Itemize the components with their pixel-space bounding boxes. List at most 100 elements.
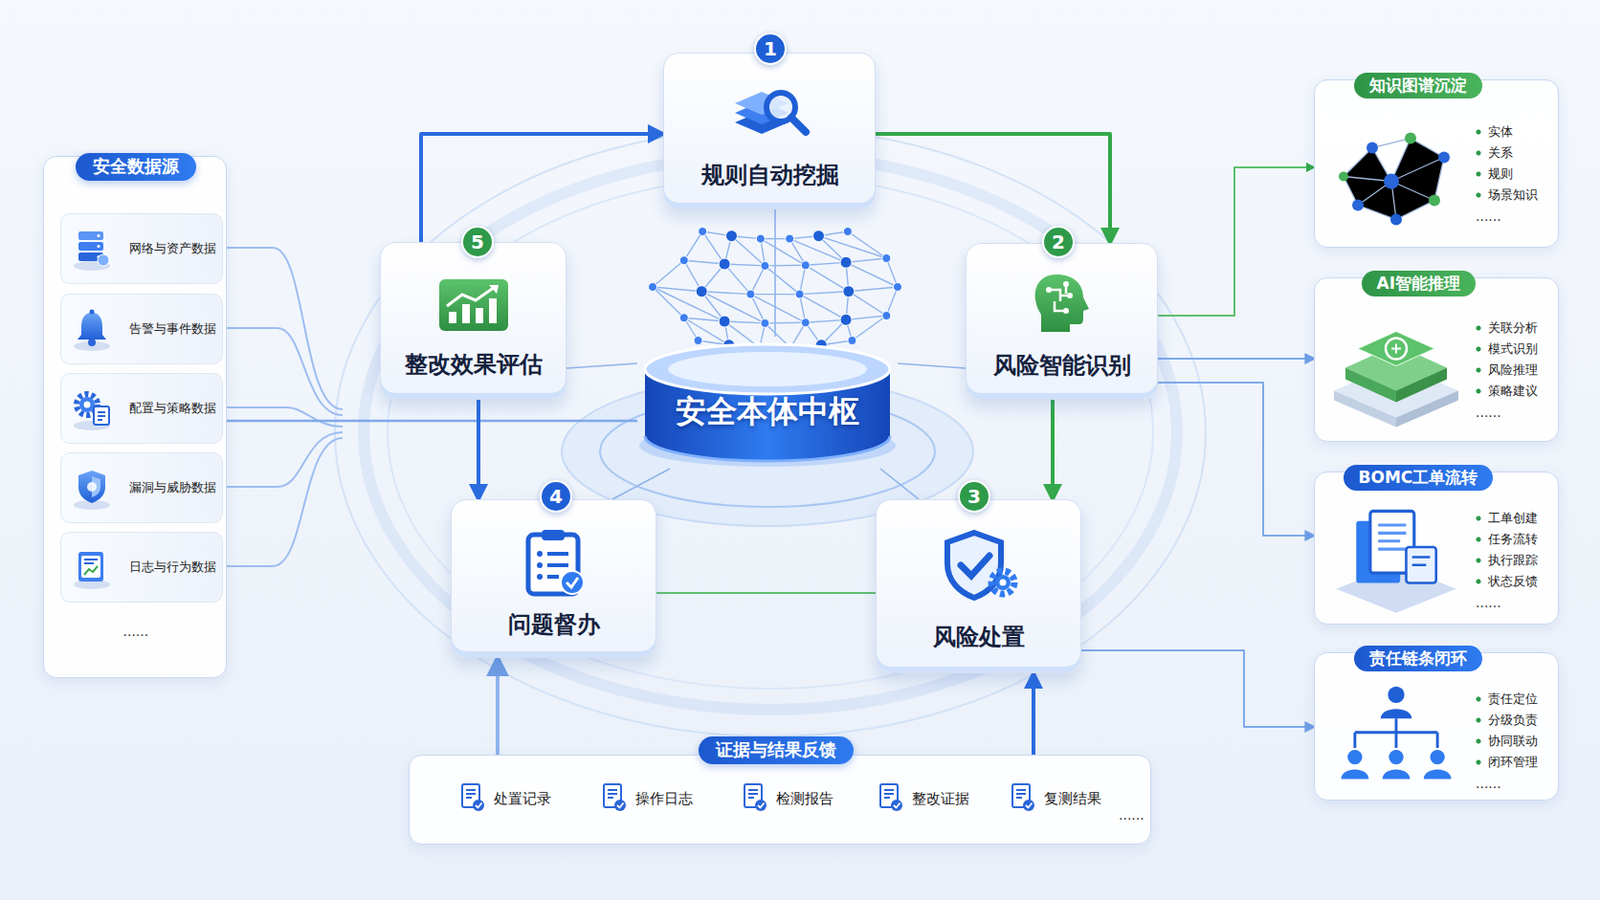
network-node	[843, 286, 855, 298]
capability-panel: BOMC工单流转工单创建任务流转执行跟踪状态反馈......	[1313, 471, 1559, 625]
icon-shape	[1338, 133, 1450, 226]
flow-connector	[656, 592, 876, 595]
icon-shape	[1341, 687, 1452, 780]
icon	[435, 275, 512, 335]
network-node	[718, 315, 731, 328]
item-text: 任务流转	[1475, 532, 1538, 548]
network-node	[800, 318, 810, 328]
item-text: 关系	[1475, 145, 1513, 161]
process-card: 规则自动挖掘	[663, 52, 876, 210]
network-node	[648, 283, 658, 292]
network-node	[746, 289, 756, 299]
item-text: ......	[1118, 807, 1145, 825]
network-link	[764, 266, 800, 295]
icon-shape	[1012, 784, 1035, 812]
flow-connector	[875, 133, 1111, 244]
icon-shape	[73, 231, 111, 271]
icon-shape	[73, 552, 111, 590]
icon	[935, 529, 1024, 604]
item-text: 复测结果	[1044, 790, 1102, 809]
item-text: 漏洞与威胁数据	[129, 480, 217, 496]
item-text: ......	[1475, 776, 1502, 794]
item-text: ......	[1475, 404, 1502, 423]
item-text: 告警与事件数据	[129, 321, 217, 337]
item-text: 实体	[1475, 124, 1513, 140]
network-node	[695, 286, 708, 298]
network-node	[718, 258, 731, 270]
network-link	[800, 291, 849, 295]
flow-connector	[1081, 650, 1314, 728]
icon	[1027, 268, 1097, 338]
network-link	[848, 291, 888, 316]
network-node	[725, 230, 737, 243]
source-item: 漏洞与威胁数据	[60, 452, 223, 524]
icon-shape	[1333, 332, 1459, 428]
box-title: 安全本体中枢	[675, 392, 860, 431]
icon-shape	[639, 344, 896, 467]
heading-pill: 知识图谱沉淀	[1354, 72, 1483, 99]
item-text: ......	[1475, 208, 1502, 226]
heading-pill: 安全数据源	[75, 153, 197, 181]
icon	[1009, 782, 1037, 814]
wire	[226, 407, 343, 427]
callout-number: 2	[1042, 225, 1075, 259]
feedback-panel: 证据与结果反馈处置记录操作日志检测报告整改证据复测结果......	[408, 755, 1152, 845]
icon	[70, 308, 113, 353]
heading-pill: 证据与结果反馈	[698, 736, 854, 765]
flow-connector	[476, 400, 481, 500]
flow-ring	[363, 155, 1178, 711]
network-node	[893, 283, 903, 292]
callout-number: 1	[754, 32, 787, 66]
heading-pill: BOMC工单流转	[1343, 465, 1494, 491]
item-text: 网络与资产数据	[129, 241, 217, 257]
icon-shape	[744, 784, 767, 812]
network-node	[840, 256, 852, 268]
item-text: 整改证据	[911, 790, 970, 809]
network-node	[847, 336, 857, 346]
icon-shape	[73, 394, 111, 431]
callout-number: 3	[957, 480, 991, 513]
item-text: 风险推理	[1475, 362, 1538, 378]
flow-connector	[566, 363, 638, 369]
flow-connector	[774, 209, 777, 337]
icon	[1324, 501, 1468, 617]
item-text: ......	[1475, 595, 1502, 613]
icon	[459, 782, 487, 814]
flow-connector	[1157, 357, 1314, 360]
icon	[727, 78, 814, 146]
box-title: 风险智能识别	[993, 351, 1132, 380]
icon-shape	[73, 470, 111, 511]
box-title: 规则自动挖掘	[701, 160, 840, 190]
icon	[70, 466, 113, 512]
box-title: 问题督办	[508, 610, 600, 640]
item-text: 场景知识	[1475, 187, 1538, 203]
icon	[877, 782, 905, 814]
network-node	[760, 318, 770, 328]
network-node	[679, 313, 689, 323]
icon	[1324, 307, 1468, 434]
wire	[226, 432, 343, 488]
icon	[70, 227, 113, 272]
item-text: 闭环管理	[1475, 755, 1538, 771]
flow-connector	[495, 658, 500, 756]
item-text: 状态反馈	[1475, 574, 1538, 590]
network-link	[819, 236, 888, 259]
flow-connector	[226, 420, 638, 423]
flow-connector	[421, 133, 664, 243]
network-link	[652, 260, 685, 288]
icon	[70, 387, 113, 432]
item-text: 处置记录	[493, 790, 552, 809]
icon-shape	[73, 310, 111, 353]
source-panel: 安全数据源......网络与资产数据告警与事件数据配置与策略数据漏洞与威胁数据日…	[43, 155, 227, 679]
icon-shape	[1335, 511, 1456, 613]
callout-number: 5	[461, 225, 494, 259]
flow-connector	[612, 468, 670, 500]
icon-shape	[880, 784, 903, 812]
capability-panel: 责任链条闭环责任定位分级负责协同联动闭环管理......	[1313, 652, 1559, 801]
icon-shape	[947, 533, 1015, 599]
icon-shape	[528, 530, 584, 595]
item-text: 配置与策略数据	[129, 400, 217, 417]
item-text: 模式识别	[1475, 341, 1538, 357]
outer-ring	[334, 128, 1206, 737]
